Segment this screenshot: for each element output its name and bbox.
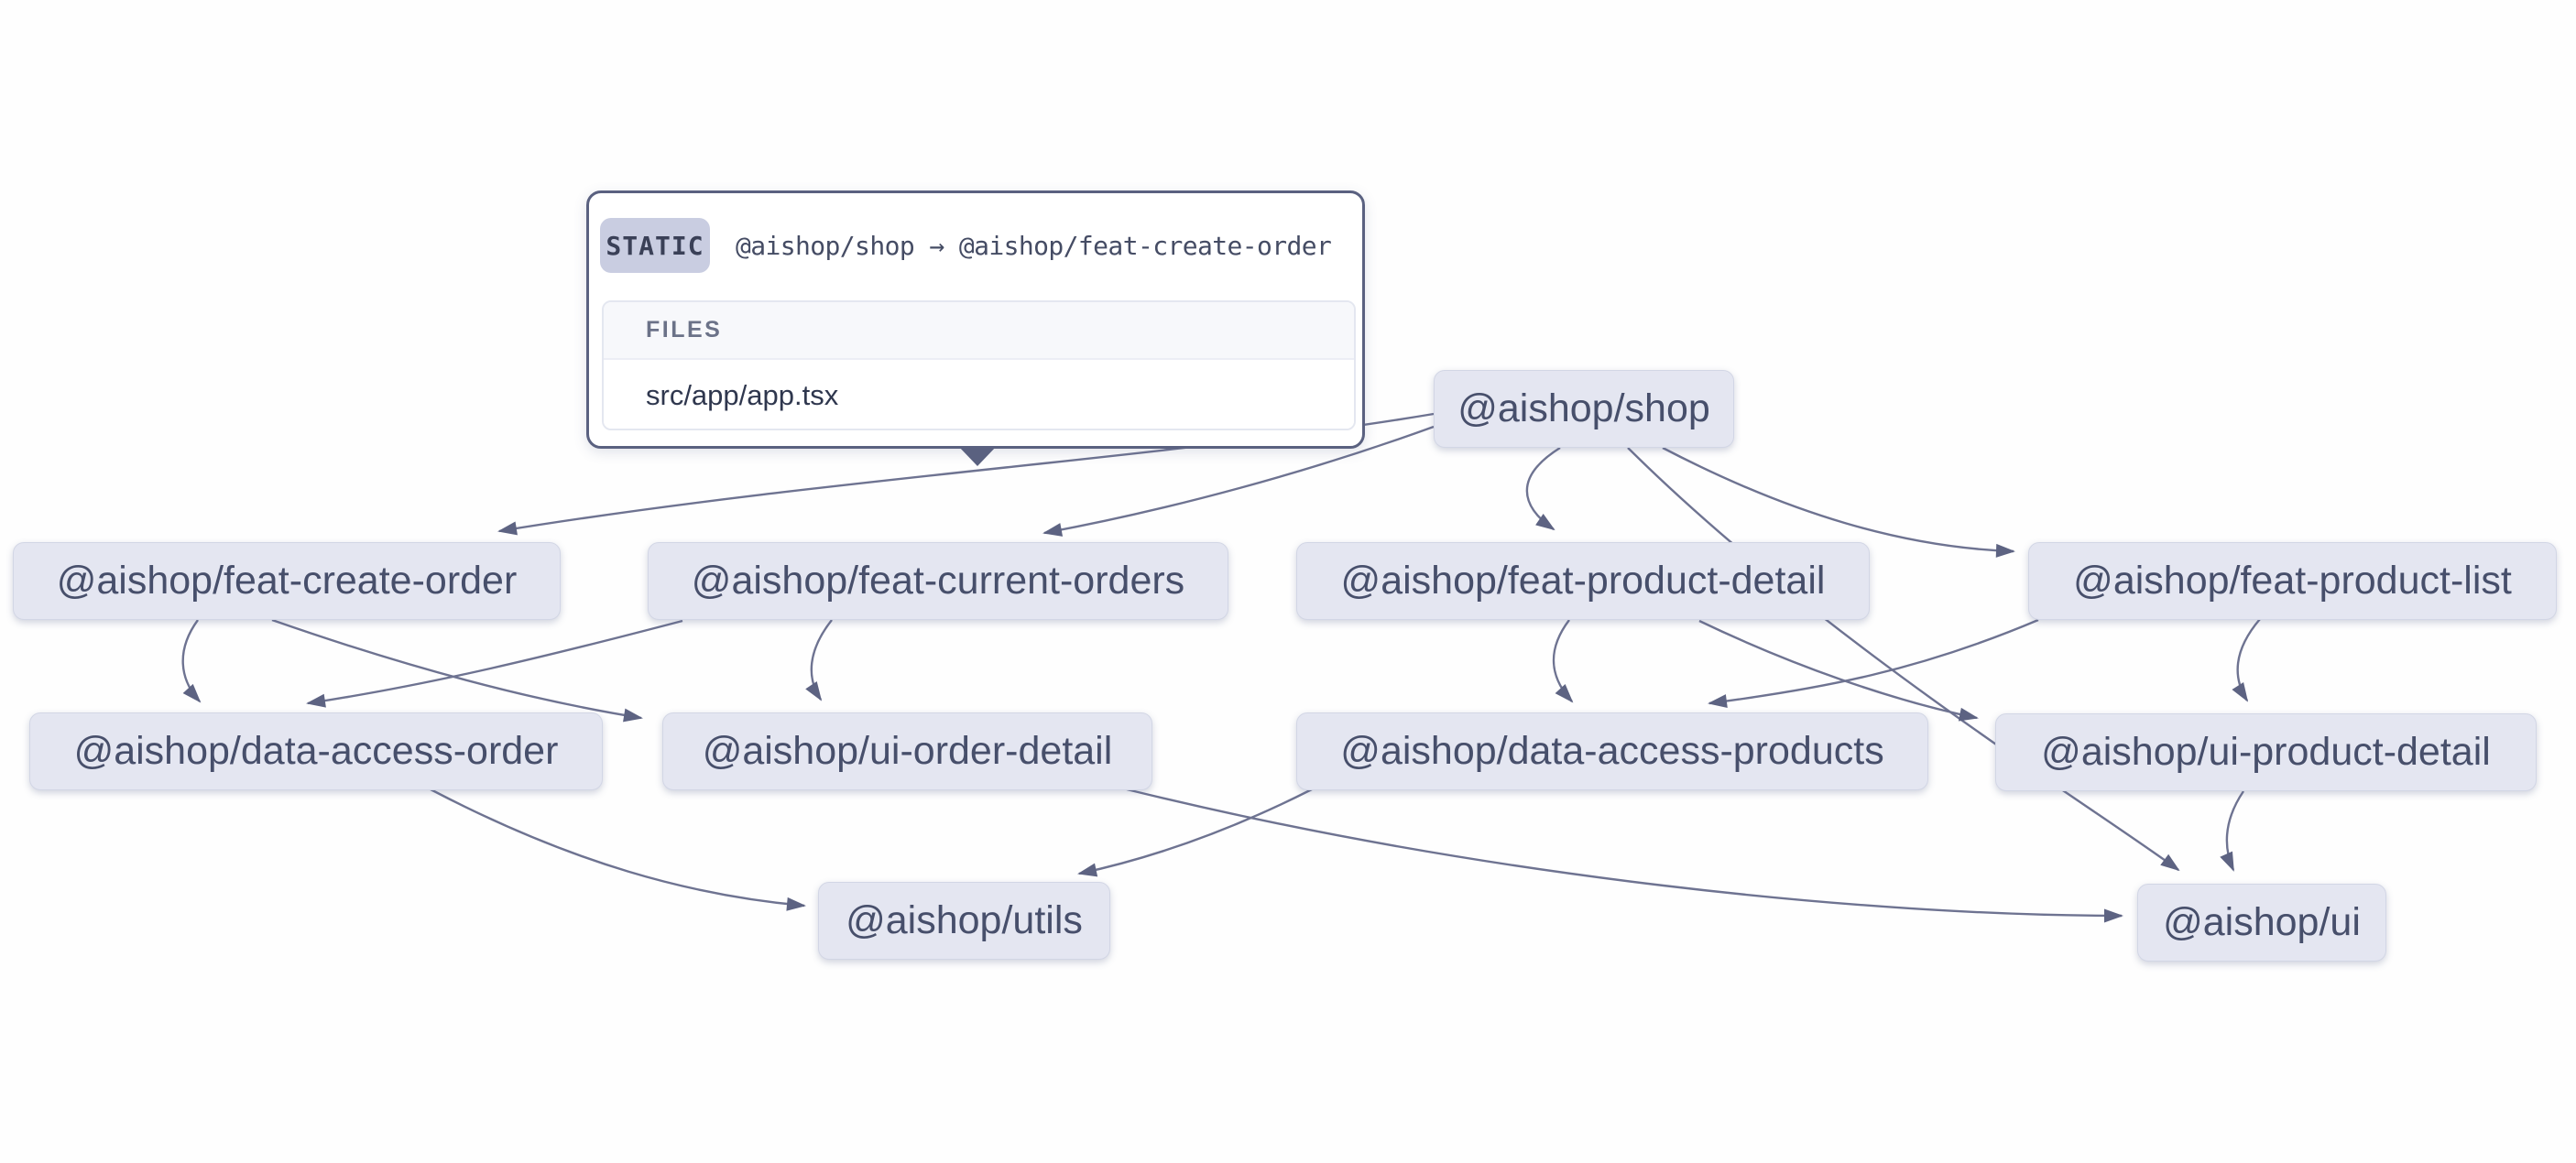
edge-tooltip: STATIC @aishop/shop → @aishop/feat-creat… (586, 190, 1365, 466)
edge-data-access-order-utils[interactable] (430, 788, 806, 911)
edge-shop-feat-product-list[interactable] (1662, 446, 2015, 558)
edge-type-badge: STATIC (600, 218, 710, 273)
graph-node-utils[interactable]: @aishop/utils (818, 882, 1110, 960)
files-header-label: FILES (604, 302, 1354, 360)
edge-ui-order-detail-ui[interactable] (1126, 788, 2123, 923)
file-row: src/app/app.tsx (604, 360, 1354, 429)
graph-node-feat-current-orders[interactable]: @aishop/feat-current-orders (648, 542, 1228, 620)
graph-node-feat-create-order[interactable]: @aishop/feat-create-order (13, 542, 561, 620)
graph-node-feat-product-list[interactable]: @aishop/feat-product-list (2028, 542, 2557, 620)
graph-node-data-access-products[interactable]: @aishop/data-access-products (1296, 712, 1928, 790)
files-panel: FILES src/app/app.tsx (602, 300, 1356, 430)
edge-feat-current-orders-ui-order-detail[interactable] (805, 619, 833, 701)
edge-feat-create-order-data-access-order[interactable] (181, 619, 202, 703)
edge-shop-feat-current-orders[interactable] (1042, 425, 1435, 537)
tooltip-pointer-icon (958, 446, 997, 466)
graph-node-data-access-order[interactable]: @aishop/data-access-order (29, 712, 603, 790)
graph-node-ui-product-detail[interactable]: @aishop/ui-product-detail (1995, 713, 2537, 791)
edge-feat-product-list-ui-product-detail[interactable] (2232, 618, 2261, 702)
graph-node-ui-order-detail[interactable]: @aishop/ui-order-detail (662, 712, 1152, 790)
edge-shop-feat-product-detail[interactable] (1525, 446, 1561, 531)
edge-feat-product-list-data-access-products[interactable] (1708, 618, 2039, 709)
edge-ui-product-detail-ui[interactable] (2220, 790, 2244, 872)
edge-tooltip-header: STATIC @aishop/shop → @aishop/feat-creat… (600, 217, 1351, 274)
edge-shop-ui[interactable] (1627, 447, 2180, 872)
graph-node-shop[interactable]: @aishop/shop (1434, 370, 1734, 448)
edge-feat-current-orders-data-access-order[interactable] (306, 619, 683, 708)
graph-node-ui[interactable]: @aishop/ui (2137, 884, 2386, 962)
edge-data-access-products-utils[interactable] (1077, 788, 1313, 877)
edge-tooltip-title: @aishop/shop → @aishop/feat-create-order (736, 230, 1332, 261)
edge-feat-create-order-ui-order-detail[interactable] (271, 618, 643, 723)
edge-feat-product-detail-ui-product-detail[interactable] (1698, 619, 1979, 722)
graph-node-feat-product-detail[interactable]: @aishop/feat-product-detail (1296, 542, 1870, 620)
edge-feat-product-detail-data-access-products[interactable] (1552, 619, 1574, 703)
